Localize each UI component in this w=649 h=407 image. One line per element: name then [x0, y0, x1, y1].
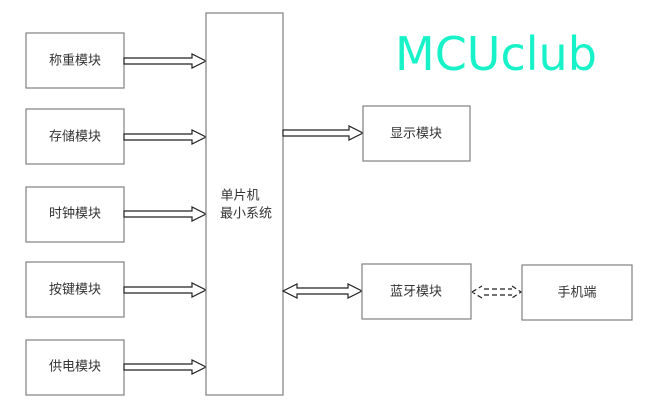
module-bluetooth: 蓝牙模块 [361, 263, 472, 320]
mcu-minimum-system: 单片机 最小系统 [205, 12, 284, 396]
module-keys: 按键模块 [25, 261, 125, 318]
module-label: 手机端 [557, 286, 596, 301]
arrow-keys-to-mcu [123, 282, 208, 298]
mcu-label-line2: 最小系统 [220, 207, 272, 222]
module-label: 时钟模块 [49, 206, 101, 222]
arrow-bluetooth-phone-wireless [471, 285, 523, 299]
module-label: 称重模块 [49, 53, 101, 69]
arrow-power-to-mcu [123, 359, 208, 375]
module-label: 显示模块 [390, 127, 442, 142]
module-label: 按键模块 [49, 283, 101, 298]
module-label: 供电模块 [49, 360, 101, 375]
module-display: 显示模块 [362, 105, 471, 162]
module-phone: 手机端 [521, 264, 633, 321]
arrow-mcu-bluetooth-bidirectional [281, 283, 364, 299]
watermark-logo: MCUclub [395, 27, 597, 81]
arrow-weighing-to-mcu [123, 53, 208, 69]
arrow-storage-to-mcu [123, 129, 208, 145]
module-storage: 存储模块 [25, 108, 125, 165]
arrow-clock-to-mcu [123, 206, 208, 222]
module-label: 蓝牙模块 [390, 285, 442, 300]
arrow-mcu-to-display [282, 125, 365, 141]
mcu-label-line1: 单片机 [220, 189, 259, 204]
module-label: 存储模块 [49, 130, 101, 145]
module-weighing: 称重模块 [25, 32, 125, 89]
module-power: 供电模块 [25, 339, 125, 396]
module-clock: 时钟模块 [25, 186, 125, 243]
